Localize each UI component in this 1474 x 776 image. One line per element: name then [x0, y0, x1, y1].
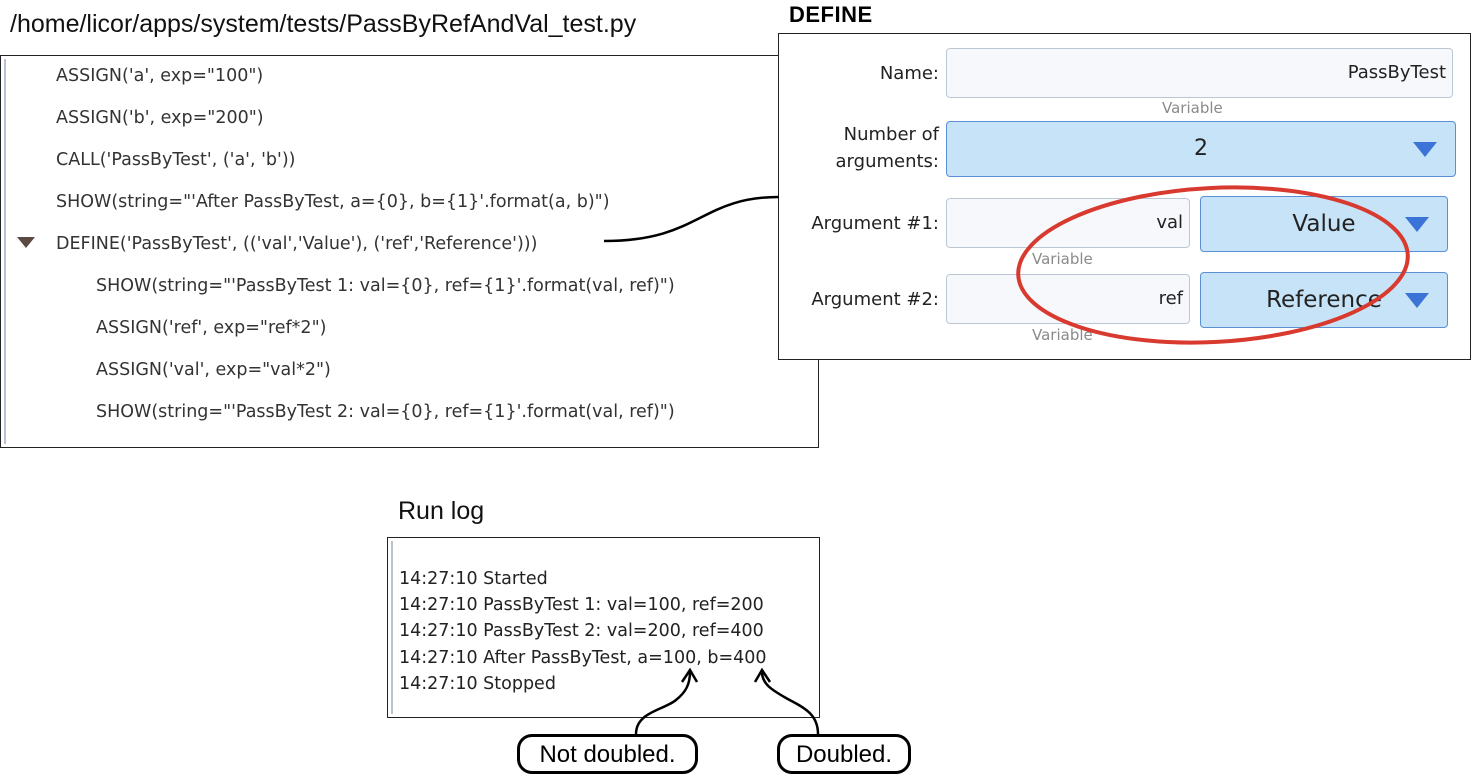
arg2-name-input[interactable]: ref: [946, 274, 1190, 324]
run-log-title: Run log: [398, 497, 485, 525]
log-line: 14:27:10 PassByTest 1: val=100, ref=200: [399, 595, 764, 615]
run-log-panel[interactable]: 14:27:10 Started 14:27:10 PassByTest 1: …: [387, 537, 820, 718]
arg2-mode-value: Reference: [1266, 287, 1382, 313]
callout-not-doubled: Not doubled.: [517, 734, 698, 774]
arg2-mode-dropdown[interactable]: Reference: [1200, 272, 1448, 328]
name-input[interactable]: PassByTest: [946, 48, 1453, 98]
define-properties-panel: Name: PassByTest Variable Number of argu…: [778, 33, 1471, 360]
name-label: Name:: [879, 63, 939, 84]
arg1-mode-value: Value: [1292, 211, 1356, 237]
define-panel-title: DEFINE: [789, 2, 873, 27]
script-line-show-1[interactable]: SHOW(string="'PassByTest 1: val={0}, ref…: [96, 276, 675, 296]
nargs-dropdown[interactable]: 2: [946, 121, 1456, 177]
file-path-title: /home/licor/apps/system/tests/PassByRefA…: [10, 10, 637, 38]
arg1-label: Argument #1:: [811, 213, 939, 234]
script-line-call[interactable]: CALL('PassByTest', ('a', 'b')): [56, 150, 296, 170]
chevron-down-icon: [1405, 217, 1429, 232]
script-line-assign-b[interactable]: ASSIGN('b', exp="200"): [56, 108, 264, 128]
chevron-down-icon: [1413, 142, 1437, 157]
collapse-triangle-icon[interactable]: [17, 237, 35, 248]
log-line: 14:27:10 PassByTest 2: val=200, ref=400: [399, 621, 764, 641]
arg1-name-input[interactable]: val: [946, 198, 1190, 248]
script-line-define[interactable]: DEFINE('PassByTest', (('val','Value'), (…: [56, 234, 538, 254]
nargs-label-line1: Number of: [843, 124, 939, 145]
nargs-value: 2: [1194, 136, 1208, 161]
arg1-mode-dropdown[interactable]: Value: [1200, 196, 1448, 252]
chevron-down-icon: [1405, 293, 1429, 308]
name-hint: Variable: [1162, 99, 1223, 117]
script-line-show-2[interactable]: SHOW(string="'PassByTest 2: val={0}, ref…: [96, 402, 675, 422]
script-line-assign-a[interactable]: ASSIGN('a', exp="100"): [56, 66, 264, 86]
arg2-label: Argument #2:: [811, 289, 939, 310]
log-line: 14:27:10 Started: [399, 569, 548, 589]
log-gutter: [391, 541, 393, 714]
script-line-show-after[interactable]: SHOW(string="'After PassByTest, a={0}, b…: [56, 192, 610, 212]
editor-gutter: [4, 59, 6, 444]
arg1-hint: Variable: [1032, 250, 1093, 268]
callout-doubled: Doubled.: [777, 734, 911, 774]
script-editor[interactable]: ASSIGN('a', exp="100") ASSIGN('b', exp="…: [0, 55, 819, 448]
arg2-hint: Variable: [1032, 326, 1093, 344]
log-line: 14:27:10 After PassByTest, a=100, b=400: [399, 648, 767, 668]
script-line-assign-ref[interactable]: ASSIGN('ref', exp="ref*2"): [96, 318, 327, 338]
nargs-label-line2: arguments:: [835, 151, 939, 172]
log-line: 14:27:10 Stopped: [399, 674, 556, 694]
script-line-assign-val[interactable]: ASSIGN('val', exp="val*2"): [96, 360, 331, 380]
